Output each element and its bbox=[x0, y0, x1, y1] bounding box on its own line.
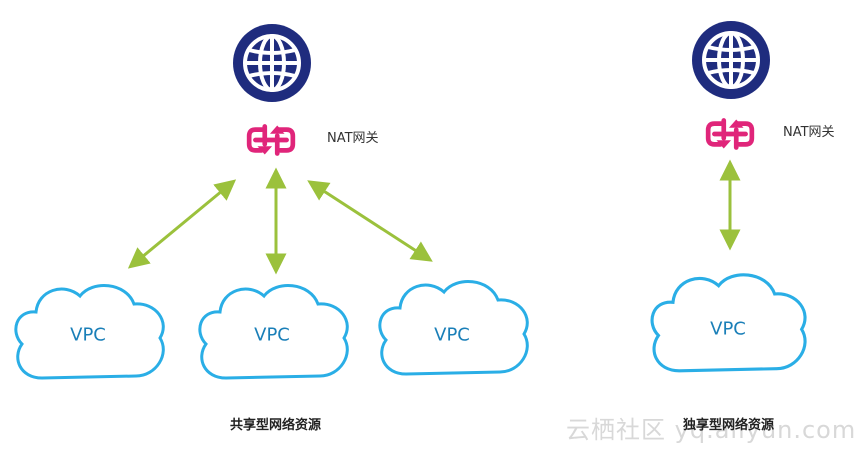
shared-nat-label: NAT网关 bbox=[327, 131, 379, 146]
nat-gateway-icon bbox=[249, 125, 293, 154]
vpc-label: VPC bbox=[710, 318, 746, 340]
shared-caption: 共享型网络资源 bbox=[230, 418, 322, 433]
globe-icon bbox=[691, 20, 771, 100]
double-arrow-icon bbox=[127, 179, 237, 269]
vpc-label: VPC bbox=[70, 324, 106, 346]
nat-gateway-icon bbox=[708, 119, 752, 148]
vpc-label: VPC bbox=[434, 324, 470, 346]
watermark: 云栖社区 yq.aliyun.com bbox=[566, 416, 857, 444]
dedicated-nat-label: NAT网关 bbox=[783, 125, 835, 140]
dedicated-caption: 独享型网络资源 bbox=[683, 418, 775, 433]
vpc-label: VPC bbox=[254, 324, 290, 346]
double-arrow-icon bbox=[307, 180, 433, 262]
globe-icon bbox=[232, 23, 312, 103]
